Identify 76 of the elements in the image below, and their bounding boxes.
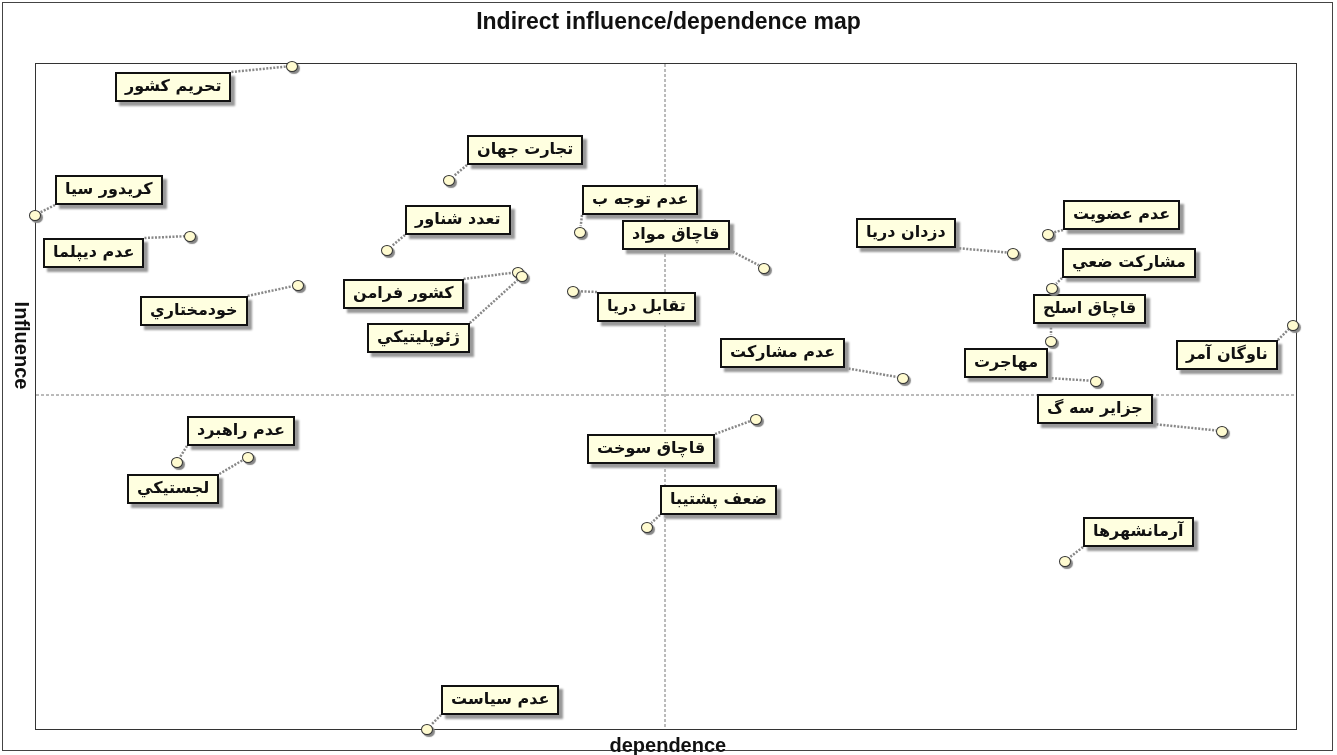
data-point	[1090, 375, 1102, 387]
data-point	[1287, 319, 1299, 331]
data-point	[1045, 335, 1057, 347]
variable-label: ناوگان آمر	[1176, 340, 1278, 370]
data-point	[1216, 425, 1228, 437]
variable-label: لجستیکي	[127, 474, 220, 504]
leader-line	[1276, 328, 1290, 341]
data-point	[1046, 282, 1058, 294]
variable-label: خودمختاري	[140, 296, 248, 326]
variable-label: تحریم کشور	[115, 72, 232, 102]
data-point	[758, 262, 770, 274]
data-point	[516, 270, 528, 282]
data-point	[29, 209, 41, 221]
leader-line	[469, 279, 519, 324]
leader-line	[39, 203, 56, 214]
data-point	[286, 60, 298, 72]
leader-line	[1047, 376, 1091, 382]
variable-label: ژئوپلیتیکي	[367, 323, 470, 353]
leader-line	[430, 714, 442, 726]
leader-line	[955, 246, 1008, 254]
leader-line	[179, 445, 189, 458]
variable-label: مهاجرت	[964, 348, 1049, 378]
variable-label: ضعف پشتیبا	[660, 485, 777, 515]
variable-label: عدم توجه ب	[582, 185, 699, 215]
leader-line	[231, 65, 287, 74]
data-point	[171, 456, 183, 468]
leader-line	[247, 285, 293, 298]
variable-label: کریدور سیا	[55, 175, 163, 205]
data-point	[750, 413, 762, 425]
data-point	[567, 285, 579, 297]
data-point	[443, 174, 455, 186]
leader-line	[390, 234, 406, 248]
data-point	[1007, 247, 1019, 259]
leader-line	[578, 290, 598, 294]
data-point	[641, 521, 653, 533]
data-point	[184, 230, 196, 242]
leader-line	[218, 459, 244, 476]
leader-line	[1049, 324, 1053, 335]
variable-label: قاچاق سوخت	[587, 434, 716, 464]
leader-line	[579, 214, 584, 227]
data-point	[574, 226, 586, 238]
variable-label: قاچاق مواد	[622, 220, 730, 250]
variable-label: عدم راهبرد	[187, 416, 295, 446]
leader-line	[1152, 422, 1217, 432]
variable-label: عدم عضویت	[1063, 200, 1181, 230]
chart-title: Indirect influence/dependence map	[475, 8, 862, 35]
variable-label: دزدان دریا	[856, 218, 956, 248]
data-point	[381, 244, 393, 256]
leader-line	[650, 514, 661, 524]
variable-label: جزایر سه گ	[1037, 394, 1153, 424]
variable-label: تجارت جهان	[467, 135, 584, 165]
variable-label: تقابل دریا	[597, 292, 696, 322]
axis-title: Influence	[9, 301, 33, 389]
variable-label: آرمانشهرها	[1083, 517, 1194, 547]
variable-label: مشارکت ضعي	[1062, 248, 1196, 278]
leader-line	[714, 419, 751, 436]
leader-line	[1053, 228, 1064, 234]
data-point	[1059, 555, 1071, 567]
variable-label: کشور فرامن	[343, 279, 464, 309]
variable-label: عدم سیاست	[441, 685, 560, 715]
leader-line	[728, 248, 760, 267]
leader-line	[1055, 277, 1063, 285]
variable-label: عدم دیپلما	[43, 238, 145, 268]
data-point	[292, 279, 304, 291]
variable-label: تعدد شناور	[405, 205, 511, 235]
variable-label: قاچاق اسلح	[1033, 294, 1147, 324]
variable-label: عدم مشارکت	[720, 338, 846, 368]
data-point	[1042, 228, 1054, 240]
leader-line	[844, 366, 898, 379]
data-point	[421, 723, 433, 735]
leader-line	[1068, 546, 1084, 559]
data-point	[897, 372, 909, 384]
leader-line	[144, 235, 185, 240]
leader-line	[463, 271, 513, 281]
data-point	[242, 451, 254, 463]
leader-line	[452, 164, 468, 178]
